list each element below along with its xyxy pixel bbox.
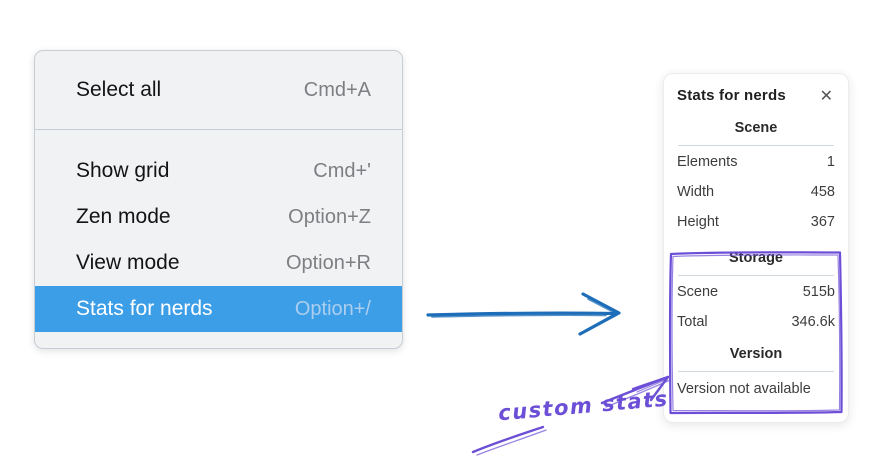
stat-value: 346.6k: [791, 313, 835, 330]
stat-label: Elements: [677, 153, 738, 170]
close-icon[interactable]: ✕: [819, 85, 833, 105]
menu-item-select-all[interactable]: Select all Cmd+A: [35, 67, 402, 113]
menu-item-label: View mode: [76, 251, 180, 274]
menu-item-shortcut: Option+/: [294, 297, 371, 320]
stats-section-storage: Storage Scene 515b Total 346.6k: [677, 250, 835, 336]
stat-row: Height 367: [677, 207, 835, 236]
menu-separator: [35, 129, 402, 130]
menu-item-label: Show grid: [76, 159, 170, 182]
stat-value: 367: [810, 213, 835, 230]
stat-label: Total: [677, 313, 708, 330]
section-divider: [678, 275, 834, 276]
section-divider: [678, 371, 834, 372]
version-note: Version not available: [677, 381, 811, 397]
menu-item-zen-mode[interactable]: Zen mode Option+Z: [35, 194, 402, 240]
section-divider: [678, 145, 834, 146]
stat-row: Total 346.6k: [677, 307, 835, 336]
stat-value: 515b: [802, 283, 835, 300]
stat-row: Elements 1: [677, 147, 835, 176]
menu-item-label: Select all: [76, 78, 162, 101]
annotation-text: custom stats: [497, 386, 670, 426]
menu-item-shortcut: Cmd+': [313, 159, 371, 182]
menu-item-shortcut: Option+R: [285, 251, 371, 274]
section-header: Scene: [734, 120, 778, 136]
stat-value: 1: [826, 153, 835, 170]
section-header: Version: [729, 346, 783, 362]
menu-item-label: Stats for nerds: [76, 297, 213, 320]
stats-panel-title: Stats for nerds: [677, 87, 786, 104]
menu-item-label: Zen mode: [76, 205, 171, 228]
menu-section-main: Show grid Cmd+' Zen mode Option+Z View m…: [35, 130, 402, 348]
stats-panel: Stats for nerds ✕ Scene Elements 1 Width…: [663, 73, 849, 423]
stat-row: Scene 515b: [677, 277, 835, 306]
stat-label: Width: [677, 183, 715, 200]
section-header: Storage: [729, 250, 783, 266]
stat-label: Scene: [677, 283, 719, 300]
stat-row: Width 458: [677, 177, 835, 206]
stat-label: Height: [677, 213, 719, 230]
menu-item-view-mode[interactable]: View mode Option+R: [35, 240, 402, 286]
stat-value: 458: [810, 183, 835, 200]
menu-item-stats-for-nerds[interactable]: Stats for nerds Option+/: [35, 286, 402, 332]
menu-section-top: Select all Cmd+A: [35, 51, 402, 129]
stats-section-scene: Scene Elements 1 Width 458 Height 367: [677, 120, 835, 236]
menu-item-shortcut: Cmd+A: [303, 78, 371, 101]
stats-panel-header: Stats for nerds ✕: [677, 87, 835, 104]
menu-item-show-grid[interactable]: Show grid Cmd+': [35, 148, 402, 194]
blue-arrow: [426, 292, 621, 336]
context-menu: Select all Cmd+A Show grid Cmd+' Zen mod…: [34, 50, 403, 349]
menu-item-shortcut: Option+Z: [288, 205, 371, 228]
stats-section-version: Version Version not available: [677, 346, 835, 397]
